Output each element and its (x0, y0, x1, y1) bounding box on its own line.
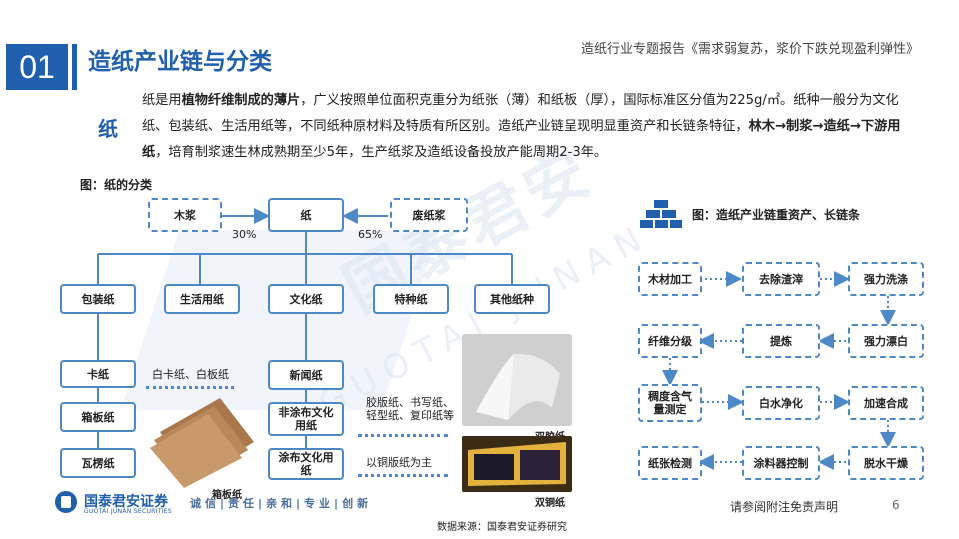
uncoated-note-divider (358, 434, 448, 437)
coated-paper-photo-label: 双铜纸 (535, 498, 565, 509)
chain-step-10: 纸张检测 (638, 446, 702, 480)
chain-step-11: 涂料器控制 (742, 446, 820, 480)
category-other: 其他纸种 (474, 284, 550, 314)
section-accent-bar (72, 44, 77, 90)
disclaimer: 请参阅附注免责声明 (730, 500, 839, 514)
coated-note: 以铜版纸为主 (366, 456, 432, 469)
packaging-card-note: 白卡纸、白板纸 (152, 368, 229, 381)
chain-step-7: 稠度含气量测定 (638, 384, 702, 422)
waste-share-label: 65% (358, 228, 383, 241)
chain-step-9: 加速合成 (848, 386, 924, 420)
data-source: 数据来源：国泰君安证券研究 (437, 522, 567, 533)
chain-step-12: 脱水干燥 (848, 446, 924, 480)
box-waste-paper-pulp: 废纸浆 (390, 198, 468, 232)
category-packaging: 包装纸 (60, 284, 136, 314)
section-number: 01 (6, 44, 68, 90)
chain-step-8: 白水净化 (742, 386, 820, 420)
box-paper: 纸 (268, 198, 344, 232)
chain-step-3: 强力洗涤 (848, 262, 924, 296)
containerboard-photo (150, 398, 254, 488)
report-title: 造纸行业专题报告《需求弱复苏，浆价下跌兑现盈利弹性》 (580, 42, 919, 57)
category-specialty: 特种纸 (373, 284, 449, 314)
culture-coated: 涂布文化用纸 (268, 448, 344, 480)
packaging-card: 卡纸 (60, 360, 136, 388)
intro-label: 纸 (98, 117, 118, 141)
intro-seg-4: ，培育制浆速生林成熟期至少5年，生产纸浆及造纸设备投放产能周期2-3年。 (155, 145, 608, 160)
page-number: 6 (892, 498, 900, 512)
intro-seg-2: ，广义按照单位面积克重分为纸张（薄）和纸板（厚），国际标准区分值为225g/㎡。… (142, 93, 899, 134)
classification-figure-title: 图：纸的分类 (80, 178, 153, 192)
coated-note-divider (358, 474, 448, 477)
chain-step-1: 木材加工 (638, 262, 702, 296)
category-household: 生活用纸 (164, 284, 240, 314)
box-wood-pulp: 木浆 (148, 198, 222, 232)
chain-step-2: 去除渣滓 (742, 262, 820, 296)
company-logo-icon (55, 491, 77, 513)
packaging-corrugated: 瓦楞纸 (60, 448, 136, 478)
packaging-note-divider (146, 386, 234, 389)
category-culture: 文化纸 (268, 284, 344, 314)
packaging-containerboard: 箱板纸 (60, 402, 136, 432)
chain-figure-title: 图：造纸产业链重资产、长链条 (692, 208, 861, 222)
section-title: 造纸产业链与分类 (88, 49, 272, 75)
wood-share-label: 30% (232, 228, 257, 241)
stack-icon (640, 200, 682, 228)
company-slogan: 诚信|责任|亲和|专业|创新 (190, 497, 373, 510)
intro-seg-3: 林木→制浆→造纸→下游用纸 (142, 119, 901, 160)
coated-paper-photo (462, 436, 572, 492)
company-name-cn: 国泰君安证券 (84, 494, 168, 510)
uncoated-note: 胶版纸、书写纸、轻型纸、复印纸等 (366, 396, 454, 422)
company-name-en: GUOTAI JUNAN SECURITIES (84, 508, 172, 515)
chain-step-4: 纤维分级 (638, 324, 702, 358)
offset-paper-photo (462, 334, 572, 426)
culture-uncoated: 非涂布文化用纸 (268, 402, 344, 436)
intro-seg-0: 纸是用 (142, 93, 182, 108)
chain-step-5: 提炼 (742, 324, 820, 358)
intro-paragraph: 纸是用植物纤维制成的薄片，广义按照单位面积克重分为纸张（薄）和纸板（厚），国际标… (142, 88, 902, 166)
containerboard-photo-label: 箱板纸 (212, 490, 242, 501)
chain-step-6: 强力漂白 (848, 324, 924, 358)
intro-seg-1: 植物纤维制成的薄片 (181, 93, 301, 108)
culture-newsprint: 新闻纸 (268, 360, 344, 390)
